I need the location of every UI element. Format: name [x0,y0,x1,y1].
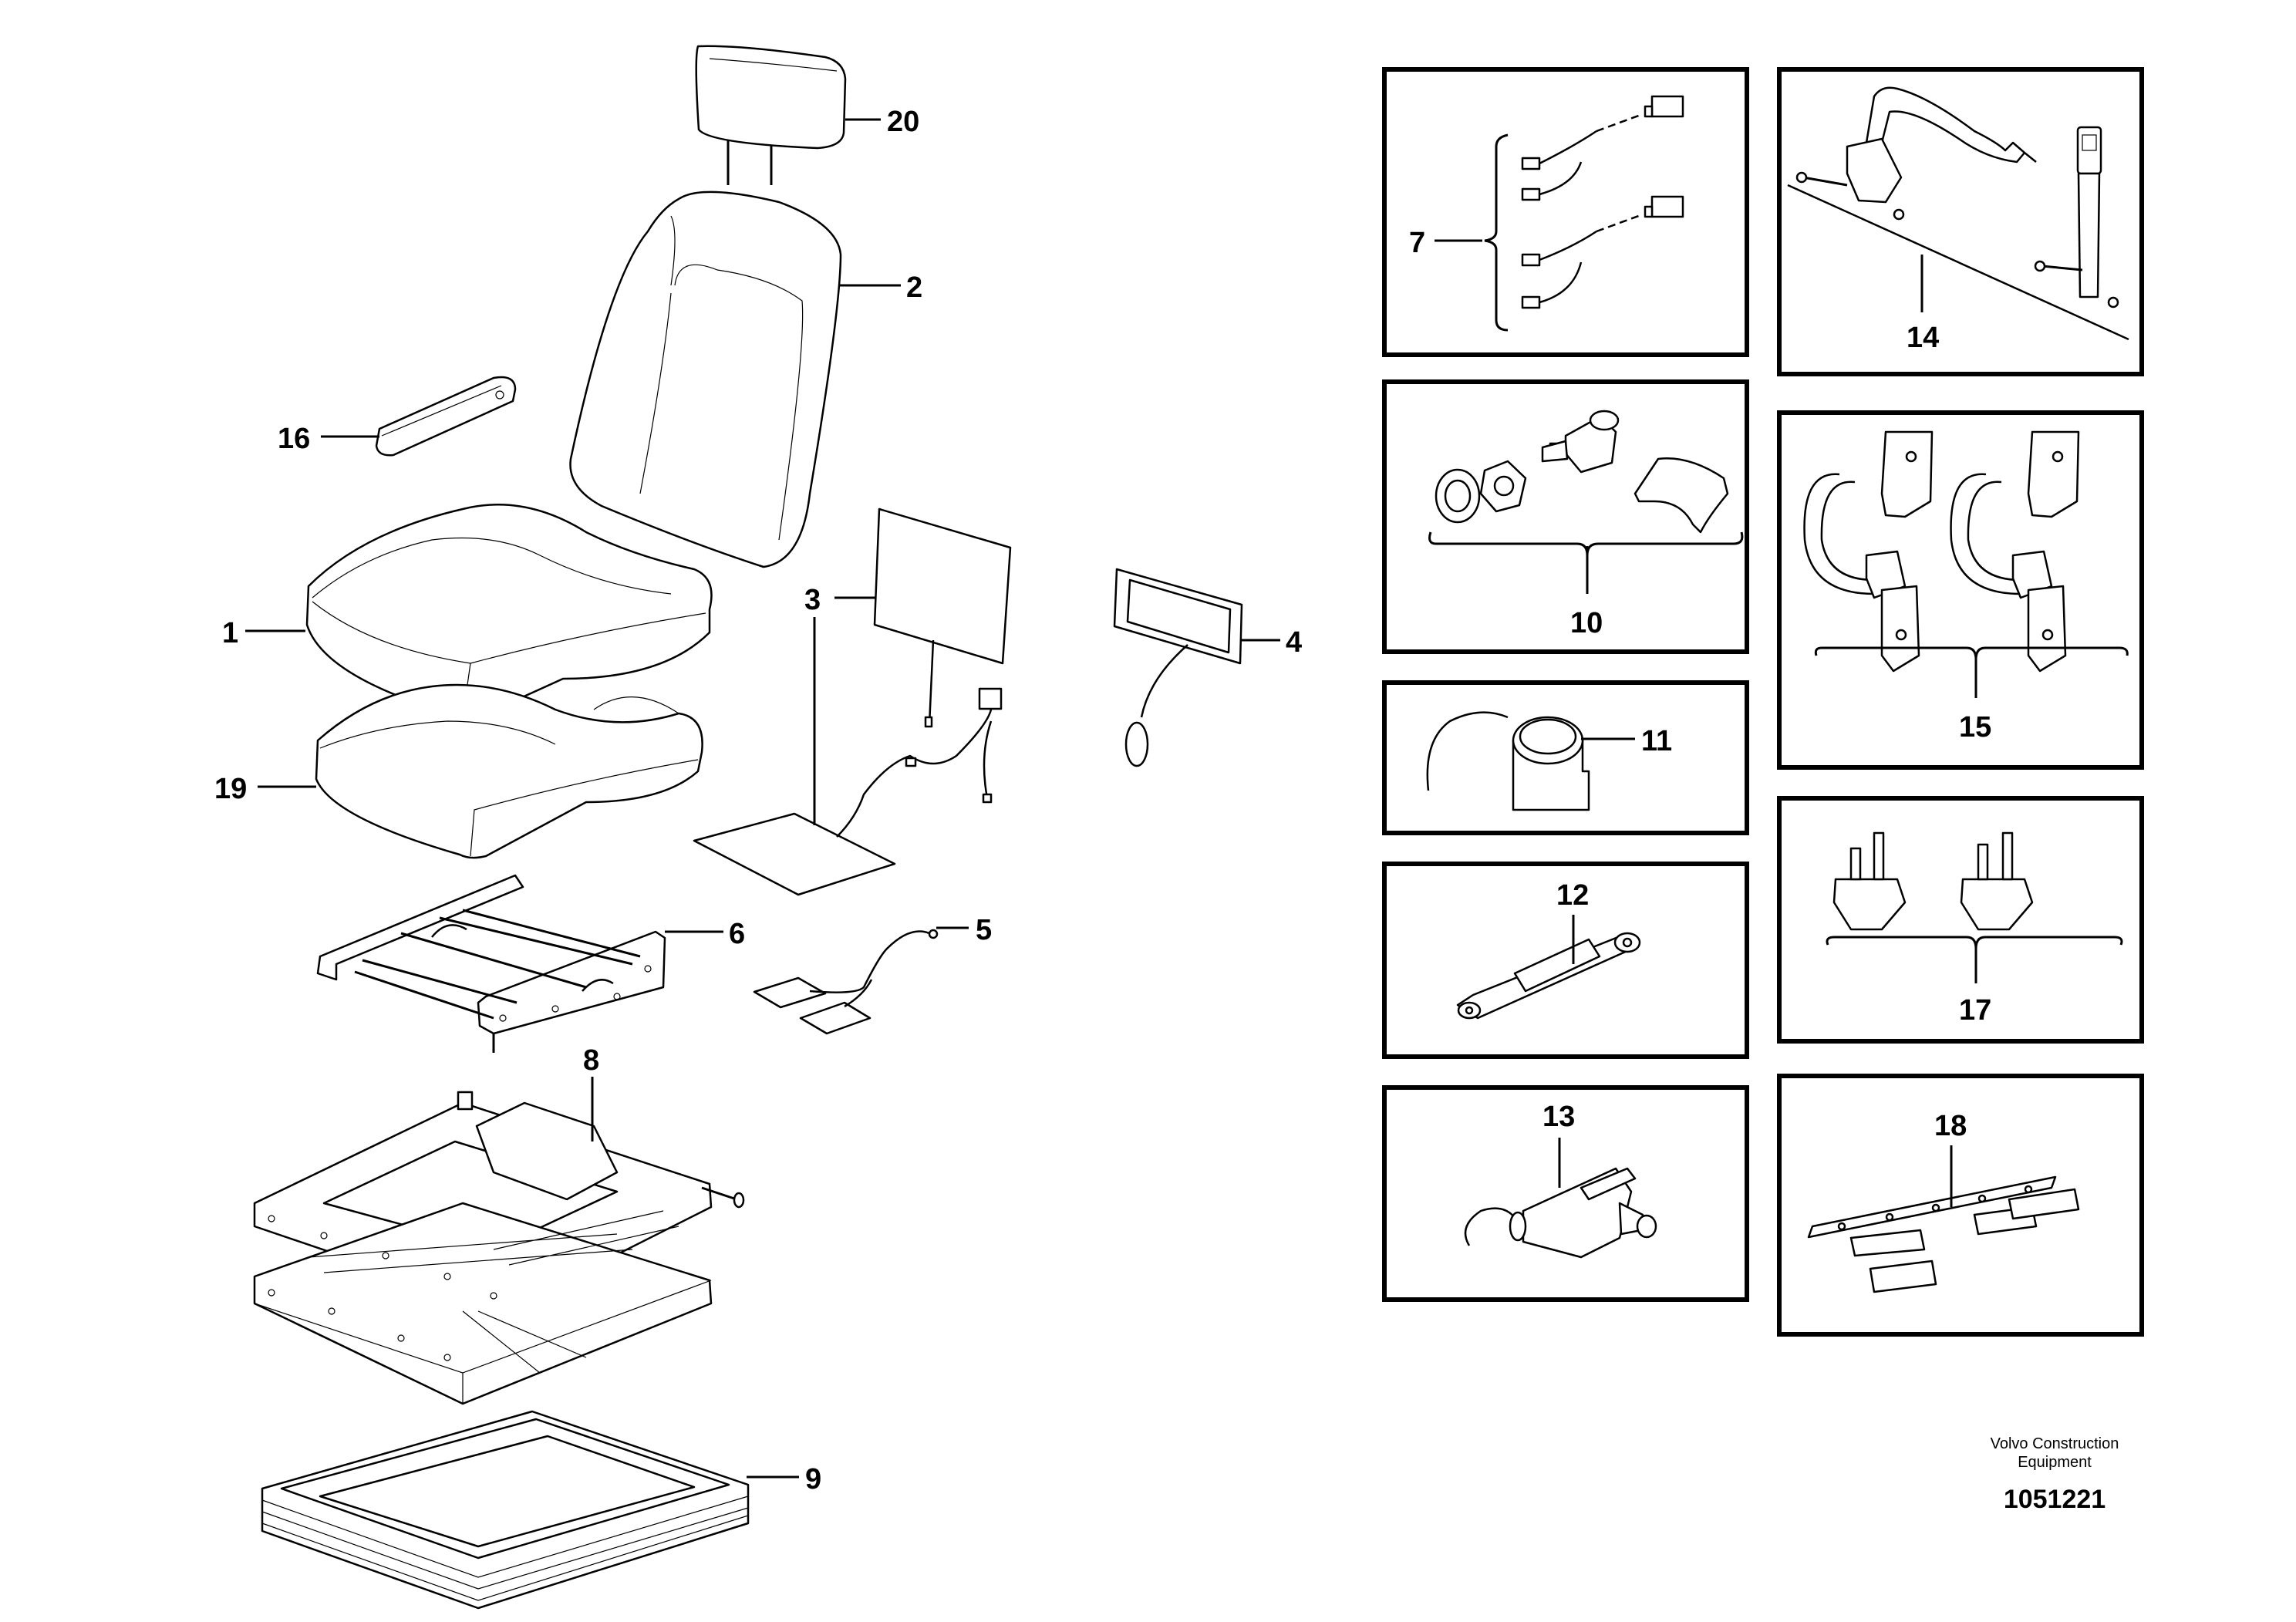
svg-text:7: 7 [1409,227,1425,259]
panel-13-actuator: 13 [1382,1085,1749,1302]
svg-text:8: 8 [583,1044,599,1077]
part-heater-pad [693,508,1012,896]
panel-12-gas-spring: 12 [1382,862,1749,1059]
part-backrest [569,191,842,568]
document-number: 1051221 [2004,1485,2106,1514]
callout-1: 1 [222,617,305,649]
part-suspension [253,1091,745,1405]
svg-text:2: 2 [906,271,922,304]
svg-text:16: 16 [278,423,310,455]
svg-text:6: 6 [729,918,745,950]
callout-5: 5 [936,914,992,946]
callout-2: 2 [839,271,922,304]
svg-text:1: 1 [222,617,238,649]
panel-10-valve-kit: 10 [1382,379,1749,654]
svg-text:19: 19 [214,773,247,805]
part-armrest [375,376,517,457]
svg-text:5: 5 [976,914,992,946]
panel-15-straps: 15 [1777,410,2144,770]
panel-11-button: 11 [1382,680,1749,835]
svg-text:20: 20 [887,106,919,138]
callout-3: 3 [804,584,876,825]
svg-text:9: 9 [805,1463,821,1496]
svg-text:11: 11 [1641,725,1672,757]
callout-16: 16 [278,423,379,455]
svg-text:3: 3 [804,584,821,616]
svg-text:14: 14 [1907,322,1939,354]
panel-17-plugs: 17 [1777,796,2144,1044]
panel-7-wiring-harness: 7 [1382,67,1749,357]
svg-text:15: 15 [1959,711,1991,744]
panel-18-rail-kit: 18 [1777,1074,2144,1337]
callout-19: 19 [214,773,316,805]
part-document-pocket [1113,568,1243,767]
part-sensor-pads [753,929,939,1035]
part-seat-frame [316,874,666,1053]
brand-block: Volvo Construction Equipment 1051221 [1991,1435,2119,1514]
svg-text:17: 17 [1959,994,1991,1027]
callout-6: 6 [665,918,745,950]
part-bellows [261,1410,750,1610]
part-headrest [695,45,847,185]
part-seat-foam [315,683,703,859]
callout-4: 4 [1240,626,1302,659]
part-seat-cushion [305,504,713,720]
callout-20: 20 [845,106,919,138]
svg-text:10: 10 [1570,607,1603,639]
callout-9: 9 [747,1463,821,1496]
svg-text:12: 12 [1556,879,1589,912]
svg-text:13: 13 [1542,1101,1575,1133]
brand-line-1: Volvo Construction [1991,1435,2119,1452]
panel-14-seat-belt: 14 [1777,67,2144,376]
svg-text:18: 18 [1934,1110,1967,1142]
svg-text:4: 4 [1286,626,1302,659]
callout-8: 8 [583,1044,599,1141]
brand-line-2: Equipment [2018,1454,2092,1471]
